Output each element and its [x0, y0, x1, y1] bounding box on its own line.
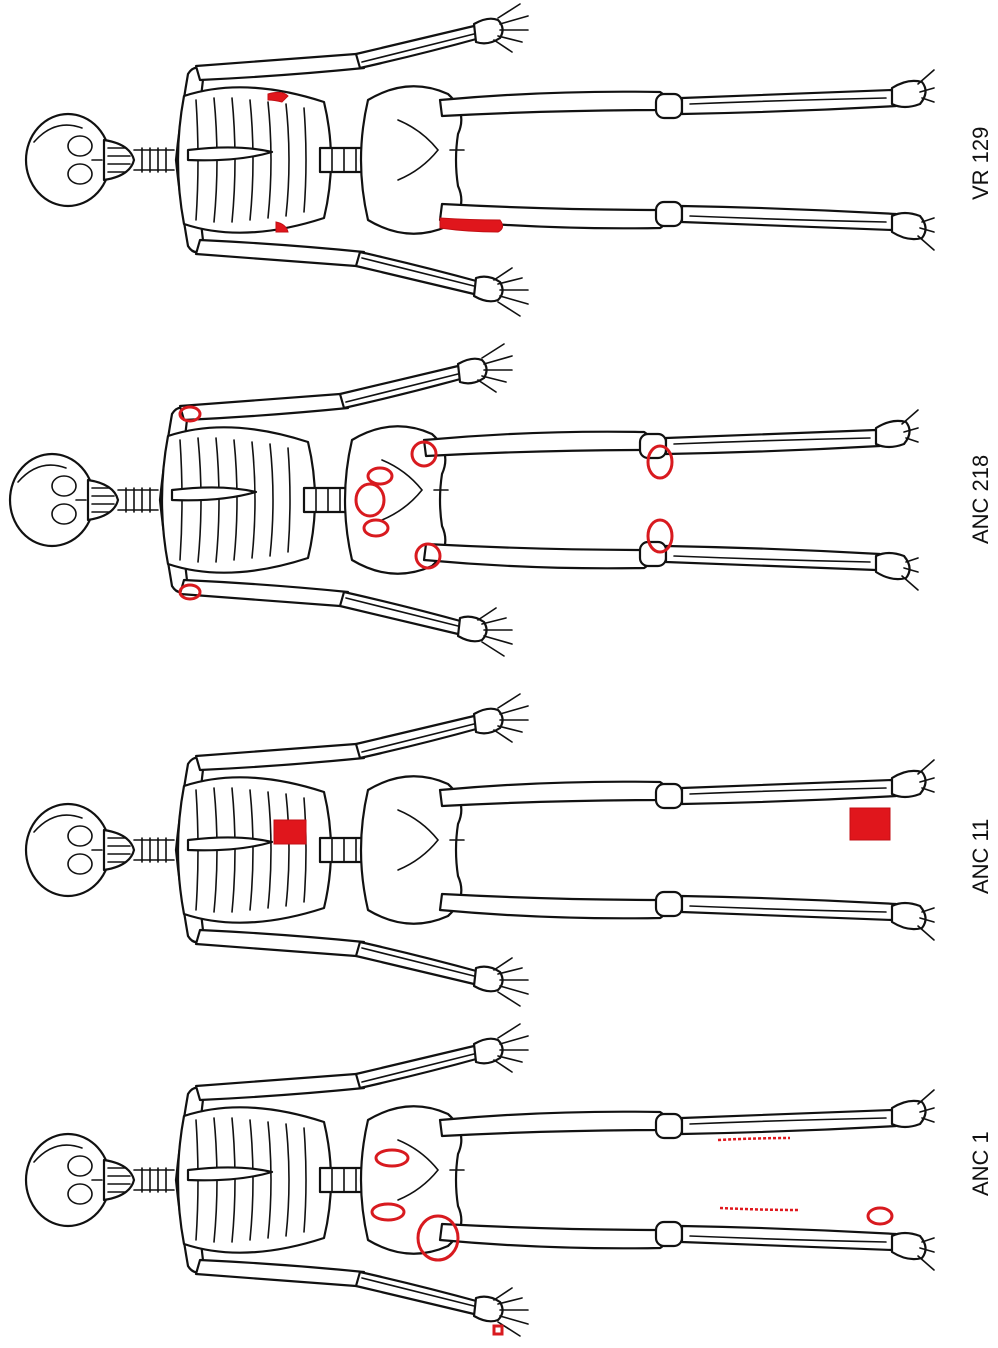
lesion-tibia-lower	[720, 1208, 800, 1210]
panel-anc11: ANC 11	[0, 690, 998, 1020]
panel-anc1: ANC 1	[0, 1020, 998, 1348]
skeleton-drawing	[0, 1020, 998, 1348]
panel-anc218: ANC 218	[0, 340, 998, 680]
skeleton-drawing	[0, 690, 998, 1020]
lesion-thoracic-spine	[274, 820, 306, 844]
skeleton-drawing	[0, 340, 998, 680]
lesion-femur	[440, 218, 503, 232]
panel-label: ANC 1	[968, 1131, 994, 1196]
skeleton-drawing	[0, 0, 998, 330]
panel-label: VR 129	[968, 127, 994, 200]
lesion-hand	[494, 1326, 502, 1334]
panel-label: ANC 11	[968, 819, 994, 894]
panel-label: ANC 218	[968, 455, 994, 544]
panel-vr129: VR 129	[0, 0, 998, 330]
lesion-ankle	[868, 1208, 892, 1224]
lesion-tibia-upper	[718, 1138, 790, 1140]
lesion-tibia-distal	[850, 808, 890, 840]
